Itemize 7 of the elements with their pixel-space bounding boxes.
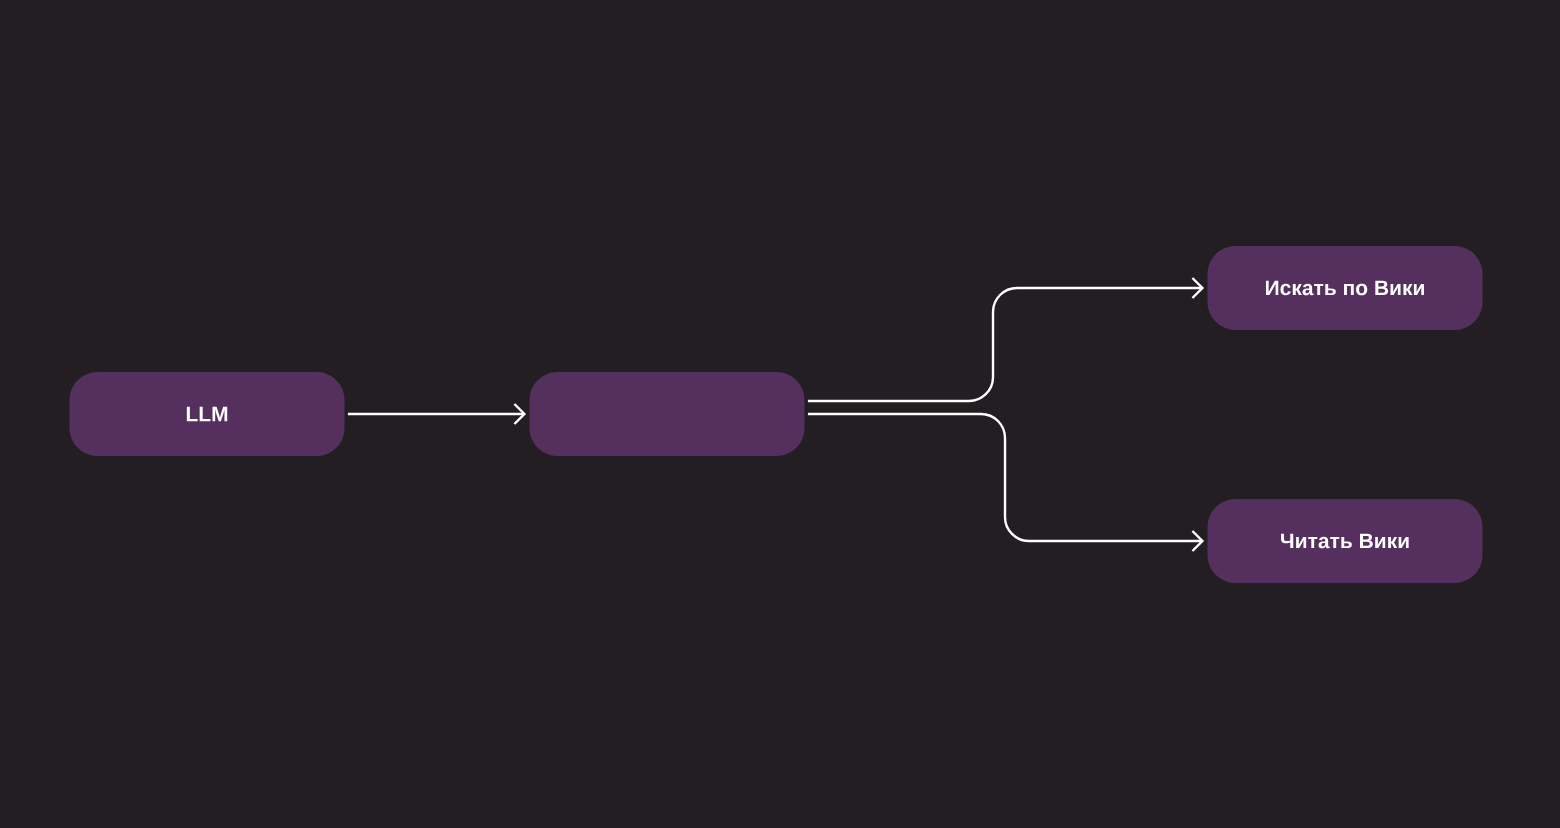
process-box: LLM (69, 372, 345, 456)
arrow (347, 403, 527, 425)
arrow (807, 277, 1205, 403)
process-box: Читать Вики (1207, 499, 1483, 583)
process-box: Искать по Вики (1207, 246, 1483, 330)
process-box (529, 372, 805, 456)
arrow (807, 412, 1205, 552)
